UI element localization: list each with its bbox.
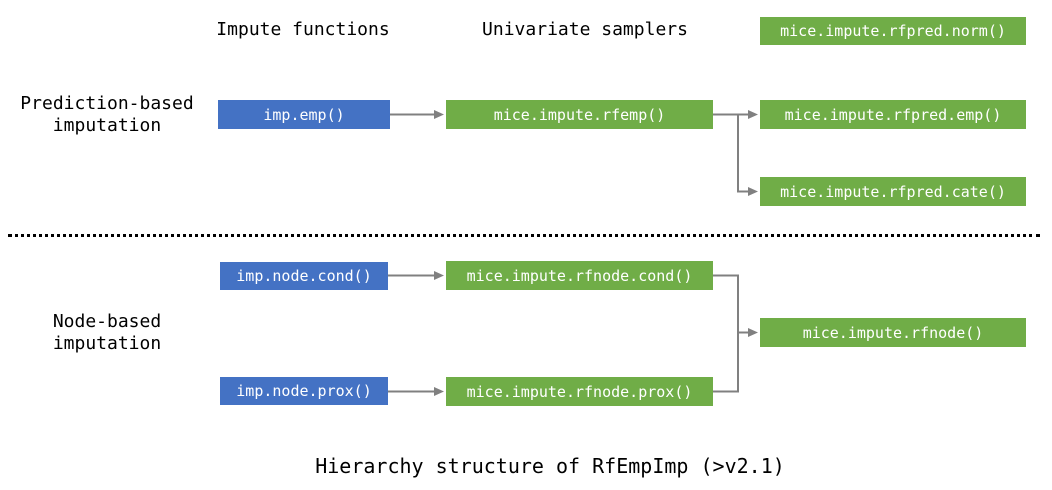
node-imp-node-cond: imp.node.cond() xyxy=(220,262,388,290)
section-divider xyxy=(8,234,1040,237)
node-mice-impute-rfpred-emp: mice.impute.rfpred.emp() xyxy=(760,100,1026,129)
arrow-imp-node-prox-to-rfnode-prox xyxy=(388,387,444,396)
section-label-line: Prediction-based xyxy=(20,93,194,114)
node-mice-impute-rfpred-cate: mice.impute.rfpred.cate() xyxy=(760,177,1026,206)
section-label-line: Node-based xyxy=(52,311,162,332)
node-mice-impute-rfemp: mice.impute.rfemp() xyxy=(446,100,713,129)
diagram-caption: Hierarchy structure of RfEmpImp (>v2.1) xyxy=(315,454,785,478)
arrow-imp-node-cond-to-rfnode-cond xyxy=(388,271,444,280)
node-mice-impute-rfpred-norm: mice.impute.rfpred.norm() xyxy=(760,17,1026,45)
arrow-imp-emp-to-rfemp xyxy=(390,110,444,119)
node-mice-impute-rfnode-cond: mice.impute.rfnode.cond() xyxy=(446,261,713,290)
node-imp-node-prox: imp.node.prox() xyxy=(220,377,388,405)
column-header-univariate-samplers: Univariate samplers xyxy=(482,19,688,40)
node-imp-emp: imp.emp() xyxy=(218,100,390,129)
section-label-line: imputation xyxy=(52,115,162,136)
section-label-node-based: Node-based imputation xyxy=(53,311,161,355)
arrow-rfemp-to-rfpred-cate xyxy=(737,114,758,196)
node-mice-impute-rfnode-prox: mice.impute.rfnode.prox() xyxy=(446,377,713,406)
column-header-impute-functions: Impute functions xyxy=(216,19,390,40)
section-label-prediction-based: Prediction-based imputation xyxy=(20,93,193,137)
arrow-rfemp-to-rfpred-emp xyxy=(713,110,758,119)
node-mice-impute-rfnode: mice.impute.rfnode() xyxy=(760,318,1026,347)
arrow-rfnode-merge xyxy=(713,274,758,393)
section-label-line: imputation xyxy=(52,333,162,354)
